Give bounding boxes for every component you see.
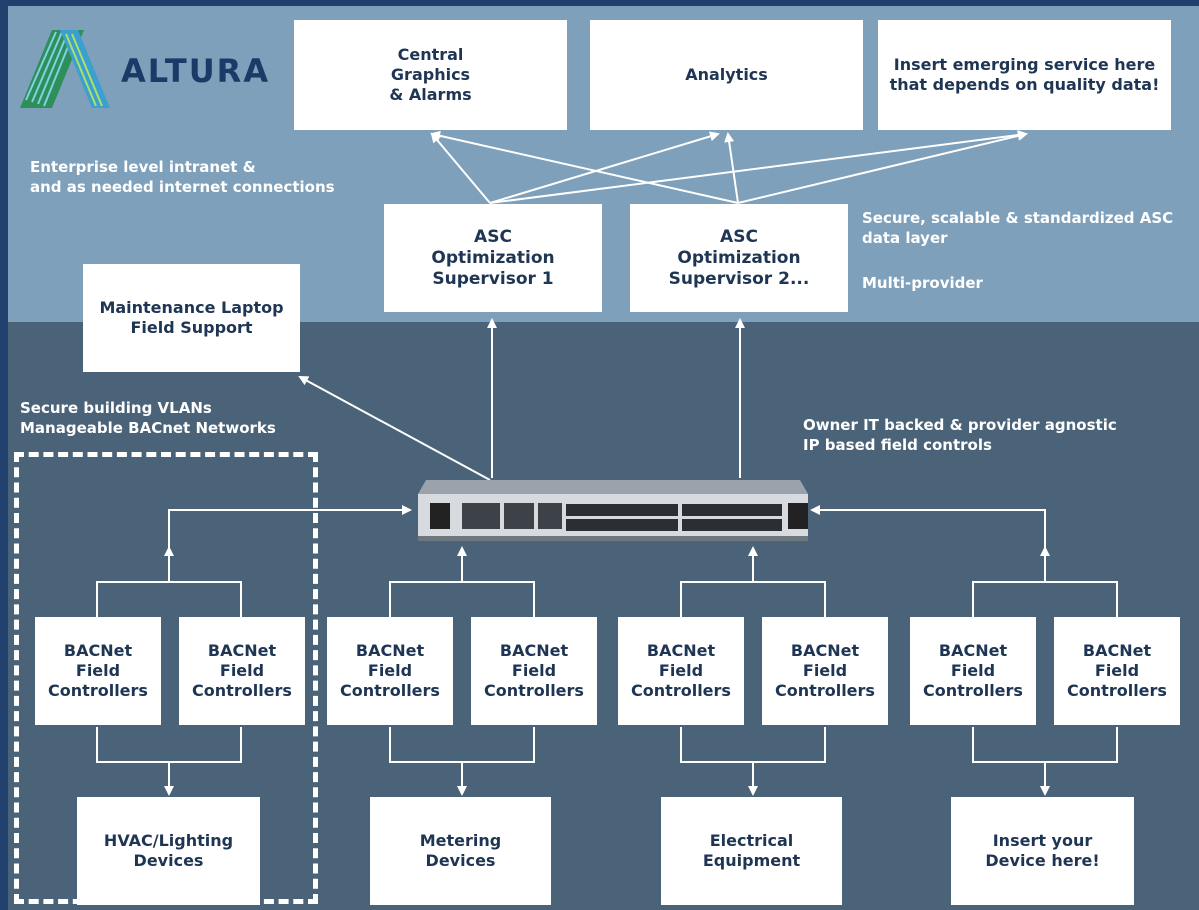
bacnet-field-controller: BACNet Field Controllers <box>762 617 888 725</box>
link-sup2-graphics <box>430 130 739 204</box>
bacnet-field-controller: BACNet Field Controllers <box>327 617 453 725</box>
link-sup1-graphics <box>430 132 491 204</box>
tree-group2 <box>389 581 535 617</box>
maintenance-laptop-box: Maintenance Laptop Field Support <box>83 264 300 372</box>
network-switch-icon <box>418 480 808 541</box>
note-multi-provider: Multi-provider <box>862 274 983 292</box>
link-sup2-emerging <box>737 131 1028 204</box>
asc-supervisor-2-box: ASC Optimization Supervisor 2... <box>630 204 848 312</box>
central-graphics-alarms-box: Central Graphics & Alarms <box>294 20 567 130</box>
analytics-box: Analytics <box>590 20 863 130</box>
link-sup2-analytics <box>724 132 739 204</box>
bacnet-field-controller: BACNet Field Controllers <box>910 617 1036 725</box>
bacnet-field-controller: BACNet Field Controllers <box>618 617 744 725</box>
brand-wordmark: ALTURA <box>121 52 271 90</box>
metering-devices-box: Metering Devices <box>370 797 551 905</box>
tree-group4 <box>972 581 1118 617</box>
hvac-lighting-devices-box: HVAC/Lighting Devices <box>77 797 260 905</box>
asc-supervisor-1-box: ASC Optimization Supervisor 1 <box>384 204 602 312</box>
frame-border-top <box>0 0 1199 6</box>
tree-group3 <box>680 581 826 617</box>
electrical-equipment-box: Electrical Equipment <box>661 797 842 905</box>
emerging-service-box: Insert emerging service here that depend… <box>878 20 1171 130</box>
note-owner-it: Owner IT backed & provider agnostic IP b… <box>803 416 1117 454</box>
note-enterprise-intranet: Enterprise level intranet & and as neede… <box>30 158 335 196</box>
note-asc-data-layer: Secure, scalable & standardized ASC data… <box>862 209 1174 247</box>
note-secure-vlans: Secure building VLANs Manageable BACnet … <box>20 399 276 437</box>
frame-border-left <box>0 0 8 910</box>
link-switch-laptop <box>298 376 491 481</box>
bacnet-field-controller: BACNet Field Controllers <box>35 617 161 725</box>
link-sup1-analytics <box>489 131 720 204</box>
bacnet-field-controller: BACNet Field Controllers <box>179 617 305 725</box>
bacnet-field-controller: BACNet Field Controllers <box>1054 617 1180 725</box>
altura-striped-a-icon <box>20 30 110 108</box>
bacnet-field-controller: BACNet Field Controllers <box>471 617 597 725</box>
insert-your-device-box: Insert your Device here! <box>951 797 1134 905</box>
link-sup1-emerging <box>489 130 1028 204</box>
